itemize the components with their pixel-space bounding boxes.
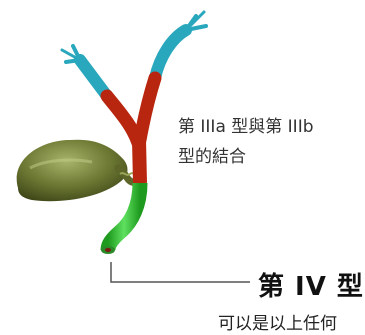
combination-note-line2: 型的結合 (178, 142, 314, 172)
type-iv-title: 第 IV 型 (258, 266, 364, 303)
combination-note: 第 IIIa 型與第 IIIb 型的結合 (178, 112, 314, 172)
gallbladder (17, 140, 128, 202)
common-bile-duct (101, 183, 140, 254)
intrahepatic-duct-right (155, 12, 206, 78)
intrahepatic-duct-left (62, 46, 107, 96)
combination-note-line1: 第 IIIa 型與第 IIIb (178, 112, 314, 142)
leader-line (111, 262, 250, 282)
type-iv-subtitle: 可以是以上任何 (218, 309, 337, 334)
